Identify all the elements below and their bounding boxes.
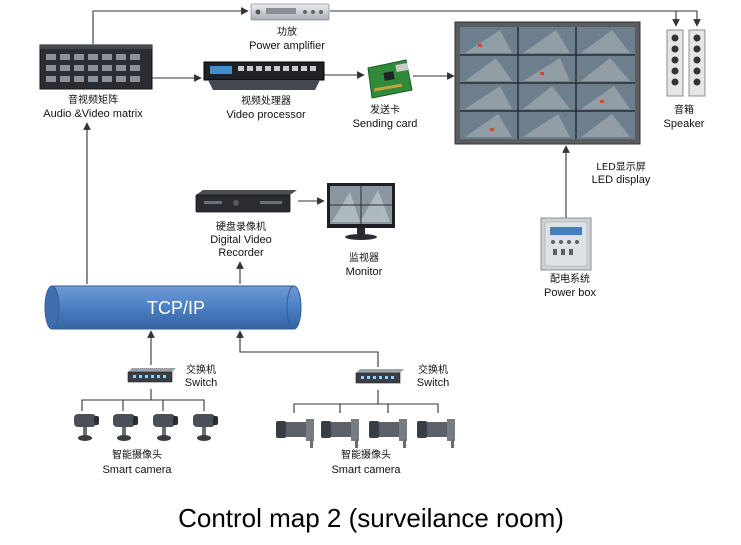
right-switch-label-zh: 交换机 xyxy=(418,363,448,376)
matrix-to-amplifier-line xyxy=(92,7,249,44)
left-camera-label-zh: 智能摄像头 xyxy=(112,448,162,461)
sending-card-label-en: Sending card xyxy=(353,118,418,130)
led-display-device xyxy=(454,21,641,145)
video-processor-label-zh: 视频处理器 xyxy=(241,94,291,107)
smart-camera-icon xyxy=(417,419,455,448)
av-matrix-device xyxy=(39,44,153,90)
power-amplifier-label-en: Power amplifier xyxy=(249,40,325,52)
led-display-label-en: LED display xyxy=(592,174,651,186)
diagram-title: Control map 2 (surveilance room) xyxy=(178,503,564,533)
dvr-device xyxy=(195,190,297,213)
power-box-label-zh: 配电系统 xyxy=(550,272,590,285)
left-camera-group xyxy=(74,414,218,441)
speaker-label-en: Speaker xyxy=(664,118,705,130)
left-camera-label-en: Smart camera xyxy=(102,464,172,476)
right-camera-tree xyxy=(293,390,439,413)
speaker-label-zh: 音箱 xyxy=(674,103,694,116)
tcp-ip-label: TCP/IP xyxy=(147,298,205,318)
monitor-label-en: Monitor xyxy=(346,266,383,278)
speaker-pair-device xyxy=(666,29,706,97)
sending-card-label-zh: 发送卡 xyxy=(370,103,400,116)
monitor-label-zh: 监视器 xyxy=(349,251,379,264)
smart-camera-icon xyxy=(321,419,359,448)
monitor-device xyxy=(327,183,395,240)
sending-card-device xyxy=(367,59,413,99)
smart-camera-icon xyxy=(369,419,407,448)
smart-camera-icon xyxy=(193,414,218,441)
right-switch-to-network-arrow xyxy=(236,330,379,367)
dvr-label-zh: 硬盘录像机 xyxy=(216,220,266,233)
video-processor-device xyxy=(203,61,325,90)
tcp-ip-network-bus xyxy=(44,285,302,330)
av-matrix-label-en: Audio &Video matrix xyxy=(43,108,143,120)
right-camera-label-zh: 智能摄像头 xyxy=(341,448,391,461)
led-display-label-zh: LED显示屏 xyxy=(596,161,646,173)
smart-camera-icon xyxy=(153,414,178,441)
right-switch-device xyxy=(355,369,404,384)
dvr-label-en-line1: Digital Video xyxy=(210,234,272,246)
right-camera-group xyxy=(276,419,455,448)
left-switch-label-en: Switch xyxy=(185,377,217,389)
left-switch-label-zh: 交换机 xyxy=(186,363,216,376)
left-switch-device xyxy=(127,368,176,383)
power-box-label-en: Power box xyxy=(544,287,596,299)
smart-camera-icon xyxy=(276,419,314,448)
smart-camera-icon xyxy=(113,414,138,441)
power-box-device xyxy=(540,217,592,271)
power-amplifier-label-zh: 功放 xyxy=(277,25,297,38)
right-camera-label-en: Smart camera xyxy=(331,464,401,476)
dvr-label-en-line2: Recorder xyxy=(218,247,264,259)
left-camera-tree xyxy=(81,389,205,411)
video-processor-label-en: Video processor xyxy=(226,109,306,121)
smart-camera-icon xyxy=(74,414,99,441)
right-switch-label-en: Switch xyxy=(417,377,449,389)
av-matrix-label-zh: 音视频矩阵 xyxy=(68,93,118,106)
power-amplifier-device xyxy=(250,3,330,21)
